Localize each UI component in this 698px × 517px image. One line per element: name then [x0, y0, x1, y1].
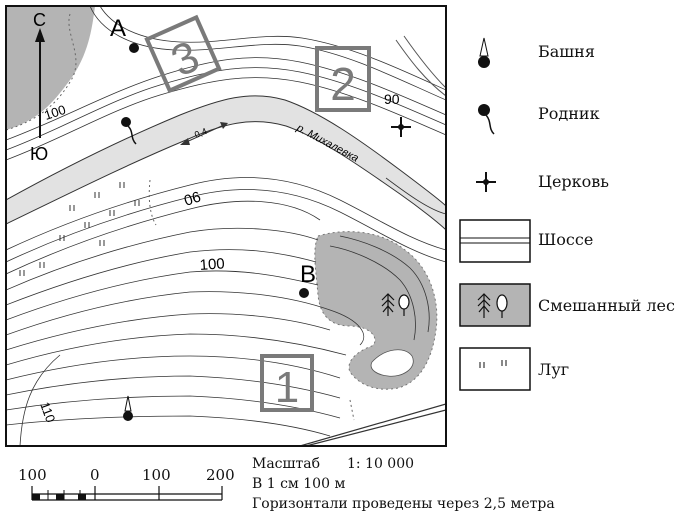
compass-south-label: Ю [30, 144, 48, 164]
contour-lines [6, 6, 446, 446]
compass-arrow [35, 28, 45, 138]
scale-cm-note: В 1 см 100 м [252, 476, 346, 492]
point-a-label: А [110, 15, 126, 42]
map-border [5, 5, 447, 447]
point-a-marker [129, 43, 139, 53]
contour-label-110: 110 [37, 400, 58, 425]
river-flow-arrow [180, 122, 228, 145]
contour-label-100-mid: 100 [199, 255, 225, 274]
scale-bar [31, 486, 223, 501]
scale-contour-note: Горизонтали проведены через 2,5 метра [252, 496, 555, 512]
tower-icon-map [123, 395, 133, 421]
spring-icon [478, 104, 495, 135]
scale-label-word: Масштаб [252, 456, 321, 472]
meadow-icon [459, 347, 531, 391]
scale-tick-0: 0 [90, 466, 100, 484]
forest-trees-icon-map [381, 293, 410, 316]
mixed-forest-icon [459, 283, 531, 327]
square-1-label: 1 [275, 363, 299, 412]
forest-area-top-left [6, 6, 95, 130]
compass-north-label: С [33, 10, 46, 30]
contour-label-90-right: 90 [384, 91, 400, 107]
church-icon [476, 172, 496, 192]
legend-label-spring: Родник [538, 104, 600, 123]
legend-label-highway: Шоссе [538, 230, 594, 249]
tower-icon [478, 37, 490, 68]
forest-area-right [314, 231, 438, 390]
highway-icon [459, 219, 531, 263]
legend-label-meadow: Луг [538, 360, 570, 379]
scale-value: 1: 10 000 [346, 456, 415, 472]
river-flow-label: 0,4 [193, 126, 208, 140]
scale-tick-200: 200 [206, 466, 235, 484]
spring-icon-map [121, 117, 137, 145]
square-2-label: 2 [330, 58, 356, 110]
meadow-area [19, 182, 140, 276]
contour-label-90-left: 06 [182, 188, 203, 209]
map-area [5, 5, 447, 447]
scale-tick-100-left: 100 [18, 466, 47, 484]
square-2: 2 [315, 46, 371, 112]
highway-road [299, 403, 446, 446]
scale-tick-100: 100 [142, 466, 171, 484]
point-b-label: В [300, 261, 316, 288]
legend-label-tower: Башня [538, 42, 595, 61]
forest-clearing [370, 349, 414, 377]
legend-label-church: Церковь [538, 172, 610, 191]
church-icon-map [391, 117, 411, 137]
legend-label-mixed-forest: Смешанный лес [538, 296, 675, 315]
contour-label-100-top: 100 [42, 102, 67, 123]
scale-label: Масштаб 1: 10 000 [252, 456, 414, 472]
square-1: 1 [260, 354, 314, 412]
point-b-marker [299, 288, 309, 298]
